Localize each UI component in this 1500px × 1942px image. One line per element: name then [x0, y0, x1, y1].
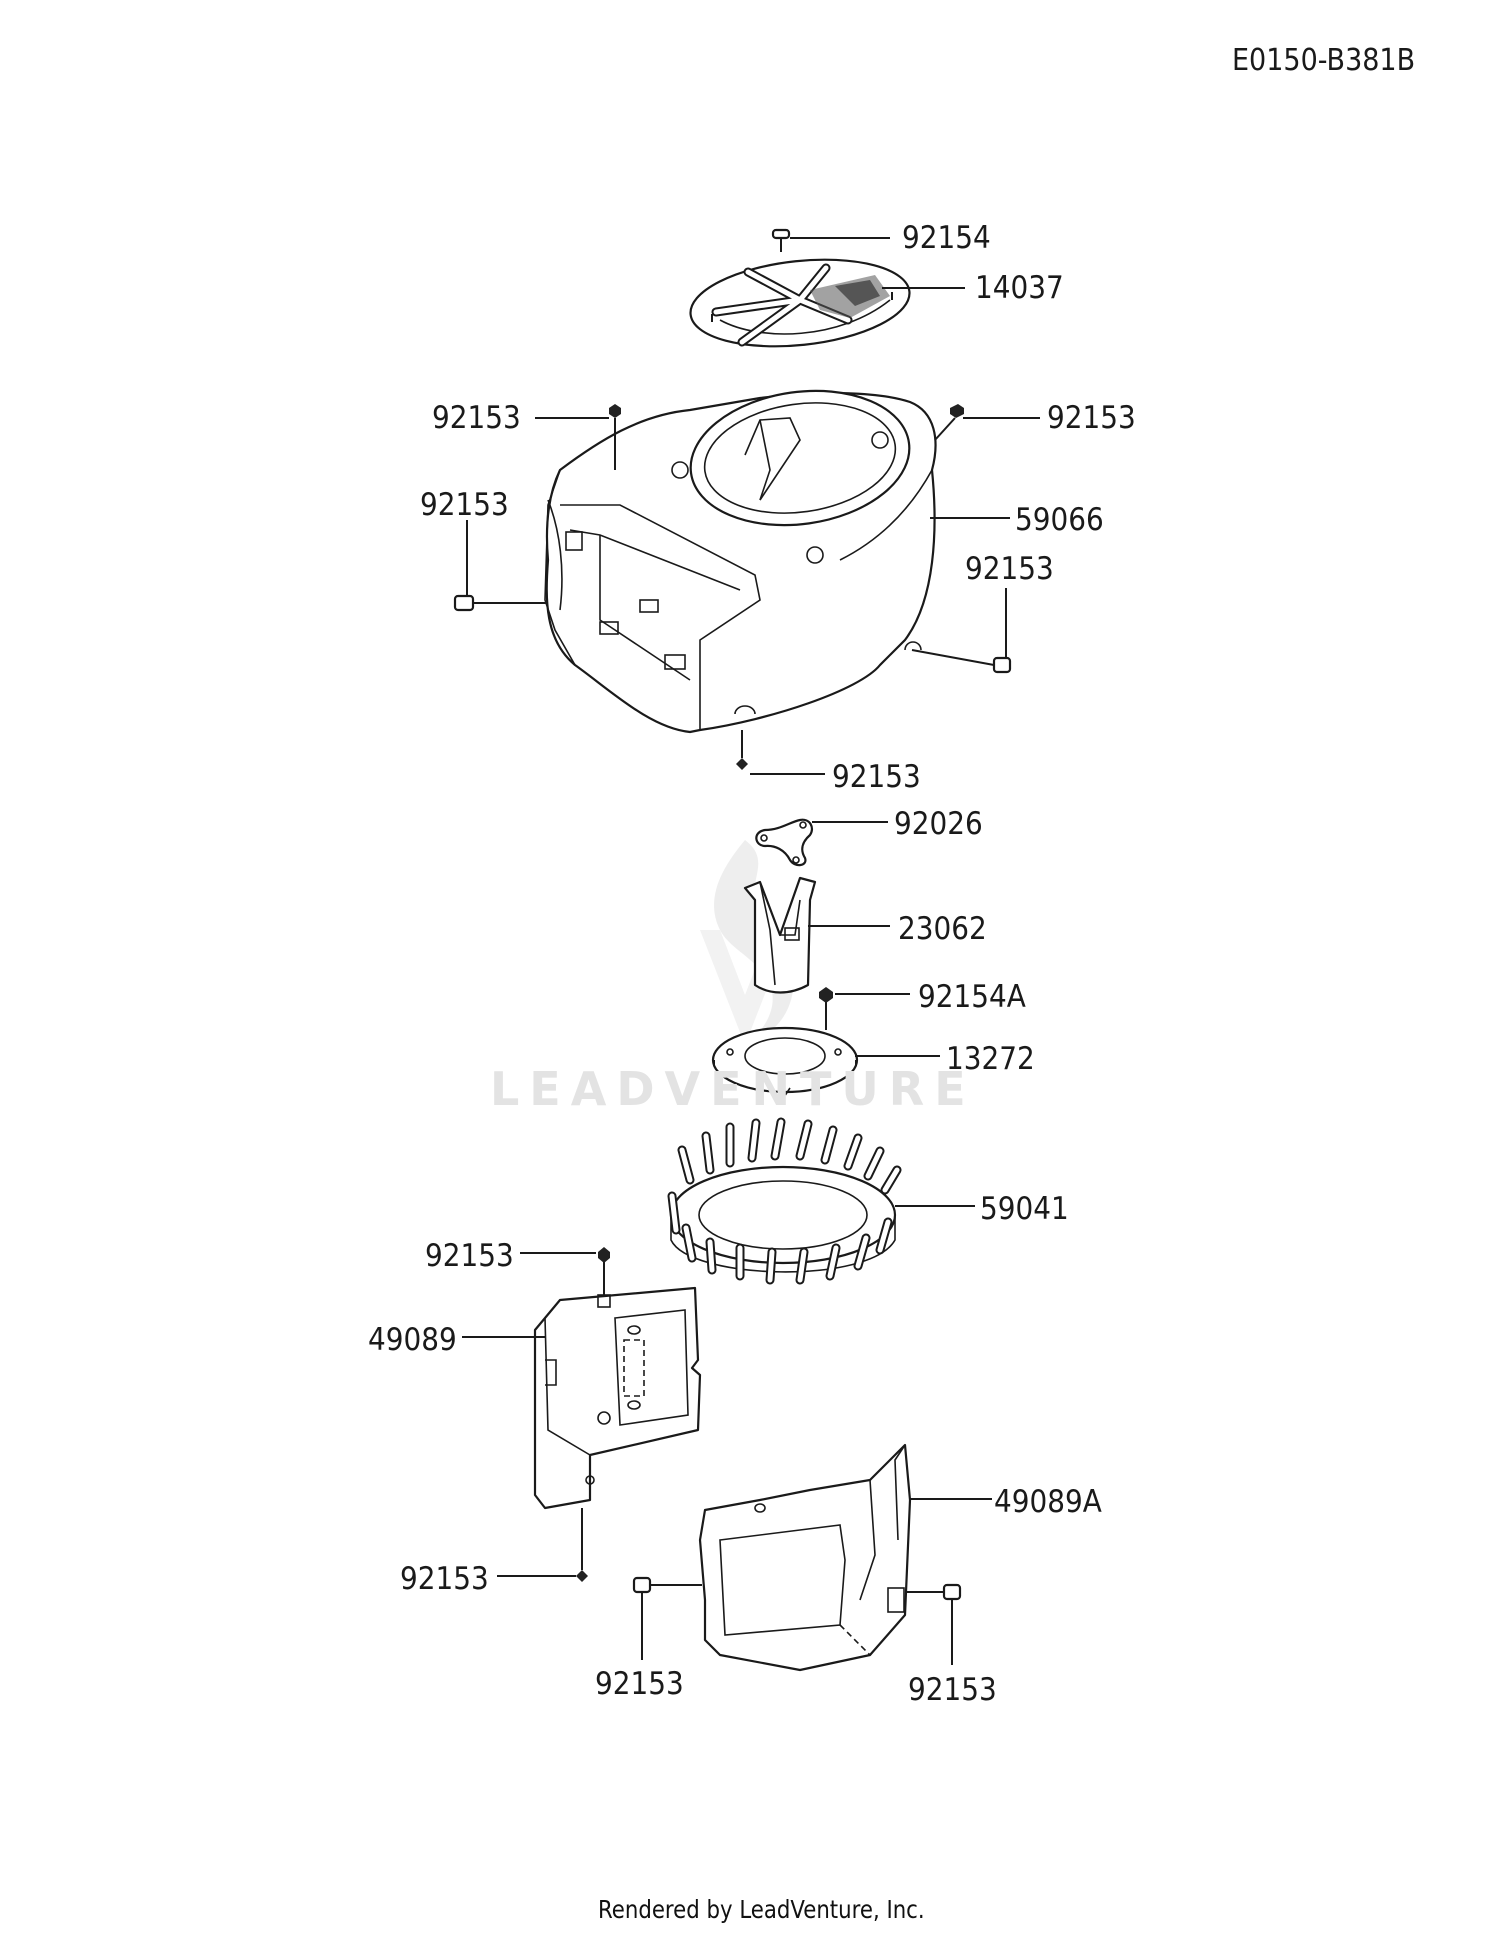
guide-23062 — [743, 876, 890, 994]
callout-92153-bottom[interactable]: 92153 — [832, 759, 921, 795]
callout-92153-top-right[interactable]: 92153 — [1047, 400, 1136, 436]
screw-92154 — [771, 228, 890, 252]
watermark-text: LEADVENTURE — [490, 1062, 976, 1116]
callout-14037[interactable]: 14037 — [975, 270, 1064, 306]
callout-49089A[interactable]: 49089A — [994, 1484, 1102, 1520]
bolts-92153-cover — [497, 1247, 610, 1582]
screw-92154A — [819, 987, 910, 1030]
callout-92153-cover-a-right[interactable]: 92153 — [908, 1672, 997, 1708]
bolts-92153-cover-a — [632, 1576, 962, 1665]
callout-92153-right[interactable]: 92153 — [965, 551, 1054, 587]
callout-92153-cover-bottom[interactable]: 92153 — [400, 1561, 489, 1597]
bolts-92153-housing — [453, 404, 1040, 775]
screen-14037 — [689, 258, 965, 348]
callout-92153-top-left[interactable]: 92153 — [432, 400, 521, 436]
callout-13272[interactable]: 13272 — [946, 1041, 1035, 1077]
callout-59041[interactable]: 59041 — [980, 1191, 1069, 1227]
plate-13272 — [711, 1026, 940, 1096]
callout-49089[interactable]: 49089 — [368, 1322, 457, 1358]
callout-92153-cover-a-left[interactable]: 92153 — [595, 1666, 684, 1702]
fan-59041 — [667, 1117, 975, 1285]
shroud-59066 — [544, 389, 1010, 734]
callout-92153-left[interactable]: 92153 — [420, 487, 509, 523]
callout-92026[interactable]: 92026 — [894, 806, 983, 842]
cover-49089 — [462, 1286, 702, 1510]
diagram-code: E0150-B381B — [1232, 43, 1416, 78]
callout-92154[interactable]: 92154 — [902, 220, 991, 256]
callout-59066[interactable]: 59066 — [1015, 502, 1104, 538]
footer-credit: Rendered by LeadVenture, Inc. — [598, 1895, 925, 1924]
cover-49089A — [698, 1443, 992, 1672]
callout-23062[interactable]: 23062 — [898, 911, 987, 947]
callout-92153-cover-top[interactable]: 92153 — [425, 1238, 514, 1274]
plate-92026 — [755, 818, 888, 867]
callout-92154A[interactable]: 92154A — [918, 979, 1026, 1015]
